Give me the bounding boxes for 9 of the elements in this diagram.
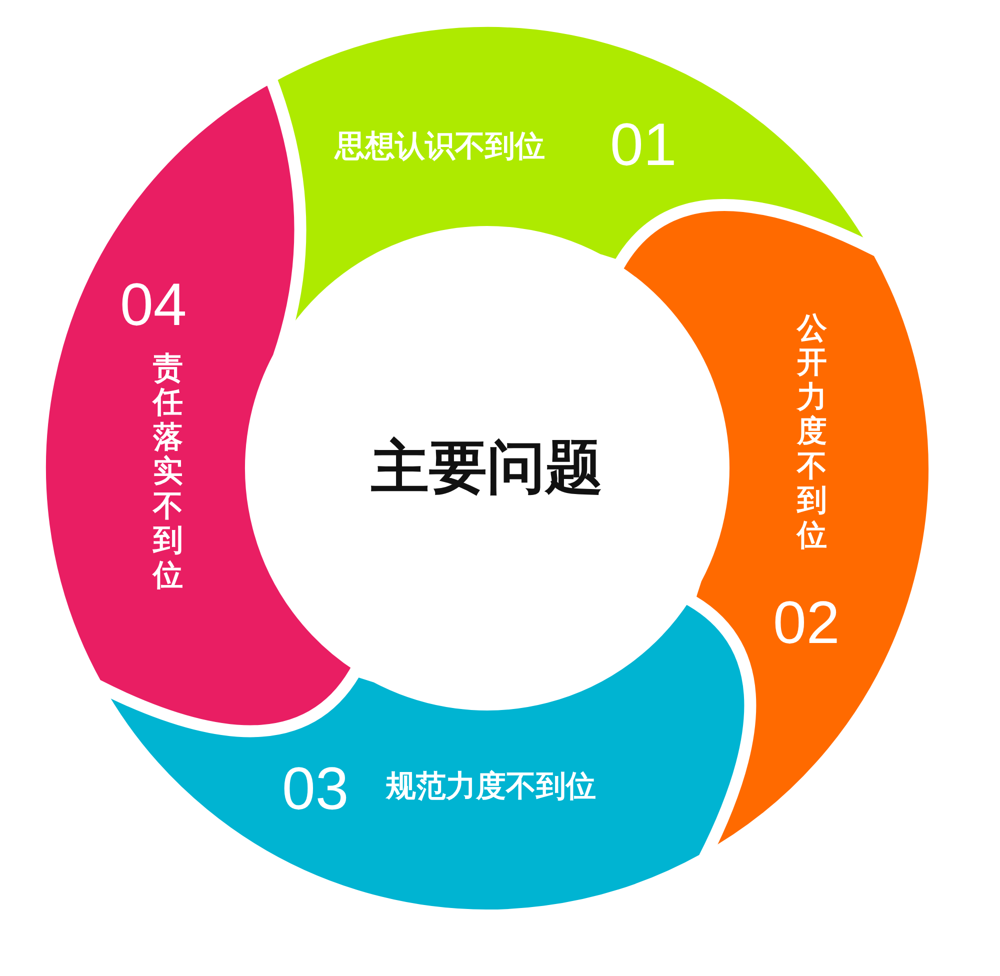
step-label: 思想认识不到位 [334, 132, 545, 162]
step-label: 公开力度不到位 [796, 312, 827, 554]
step-label: 责任落实不到位 [152, 352, 183, 594]
step-number: 03 [282, 758, 349, 819]
step-number: 02 [772, 592, 840, 653]
step-number: 01 [610, 114, 677, 175]
step-number: 04 [120, 274, 187, 335]
step-label: 规范力度不到位 [386, 772, 596, 802]
center-title: 主要问题 [371, 432, 603, 503]
